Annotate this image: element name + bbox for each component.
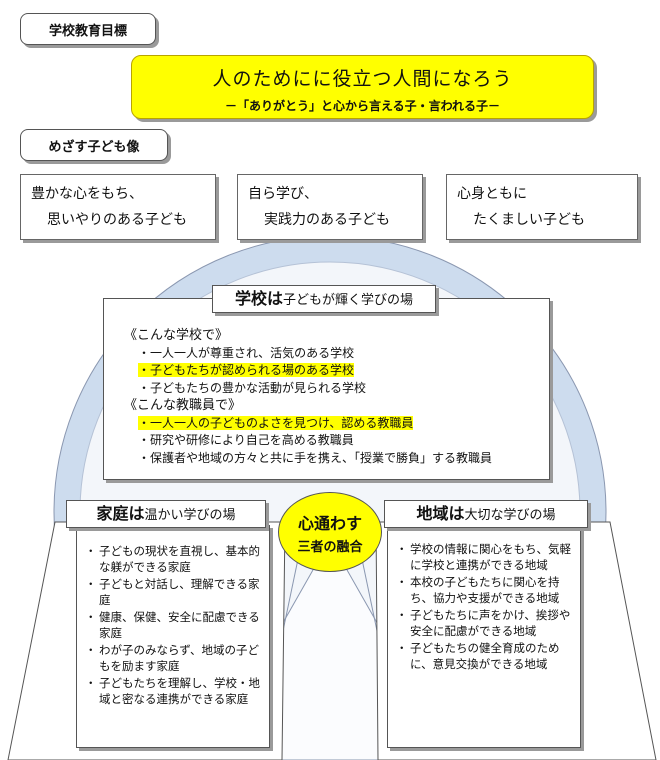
list-item: 子どもたちの健全育成のために、意見交換ができる地域 [396, 641, 574, 672]
list-item: 健康、保健、安全に配慮できる家庭 [85, 610, 263, 641]
vision-line2: 思いやりのある子ども [47, 212, 187, 228]
list-item: 子どもたちを理解し、学校・地域と密なる連携ができる家庭 [85, 676, 263, 707]
list-item: 子どもたちに声をかけ、挨拶や安全に配慮ができる地域 [396, 608, 574, 639]
staff-heading: 《こんな教職員で》 [124, 398, 242, 413]
staff-item: ・保護者や地域の方々と共に手を携え、「授業で勝負」する教職員 [138, 450, 493, 465]
vision-box-learning: 自ら学び、 実践力のある子ども [237, 174, 423, 240]
list-item: わが子のみならず、地域の子どもを励ます家庭 [85, 643, 263, 674]
vision-label: めざす子ども像 [20, 129, 168, 161]
vision-box-body: 心身ともに たくましい子ども [446, 174, 638, 240]
home-title: 家庭は温かい学びの場 [66, 500, 266, 528]
list-item: 子どもと対話し、理解できる家庭 [85, 577, 263, 608]
center-fusion-circle: 心通わす 三者の融合 [278, 492, 382, 572]
vision-box-heart: 豊かな心をもち、 思いやりのある子ども [20, 174, 216, 240]
school-item: ・一人一人が尊重され、活気のある学校 [138, 345, 355, 360]
community-list: 学校の情報に関心をもち、気軽に学校と連携ができる地域 本校の子どもたちに関心を持… [388, 526, 580, 672]
school-heading: 《こんな学校で》 [124, 328, 229, 343]
list-item: 子どもの現状を直視し、基本的な躾ができる家庭 [85, 544, 263, 575]
center-line2: 三者の融合 [297, 539, 363, 555]
school-item: ・子どもたちの豊かな活動が見られる学校 [138, 380, 367, 395]
school-panel: 《こんな学校で》 ・一人一人が尊重され、活気のある学校 ・子どもたちが認められる… [103, 298, 550, 480]
goal-main-text: 人のためにに役立つ人間になろう [212, 68, 513, 90]
vision-line2: 実践力のある子ども [264, 212, 390, 228]
home-panel: 子どもの現状を直視し、基本的な躾ができる家庭 子どもと対話し、理解できる家庭 健… [76, 525, 270, 748]
list-item: 学校の情報に関心をもち、気軽に学校と連携ができる地域 [396, 542, 574, 573]
vision-line1: 自ら学び、 [248, 186, 318, 202]
home-list: 子どもの現状を直視し、基本的な躾ができる家庭 子どもと対話し、理解できる家庭 健… [77, 526, 269, 707]
school-goal-box: 人のためにに役立つ人間になろう －「ありがとう」と心から言える子・言われる子－ [131, 55, 594, 119]
staff-item: ・研究や研修により自己を高める教職員 [138, 433, 354, 447]
vision-line2: たくましい子ども [473, 212, 585, 228]
center-line1: 心通わす [297, 513, 362, 533]
school-title: 学校は子どもが輝く学びの場 [212, 285, 436, 313]
list-item: 本校の子どもたちに関心を持ち、協力や支援ができる地域 [396, 575, 574, 606]
staff-item-highlight: ・一人一人の子どものよさを見つけ、認める教職員 [138, 415, 414, 430]
school-item-highlight: ・子どもたちが認められる場のある学校 [138, 363, 355, 377]
vision-line1: 豊かな心をもち、 [31, 186, 143, 202]
goal-sub-text: －「ありがとう」と心から言える子・言われる子－ [224, 99, 501, 113]
vision-line1: 心身ともに [457, 186, 527, 202]
school-panel-body: 《こんな学校で》 ・一人一人が尊重され、活気のある学校 ・子どもたちが認められる… [104, 299, 549, 473]
community-panel: 学校の情報に関心をもち、気軽に学校と連携ができる地域 本校の子どもたちに関心を持… [387, 525, 581, 748]
community-title: 地域は大切な学びの場 [384, 500, 588, 528]
school-goal-label: 学校教育目標 [20, 13, 156, 45]
